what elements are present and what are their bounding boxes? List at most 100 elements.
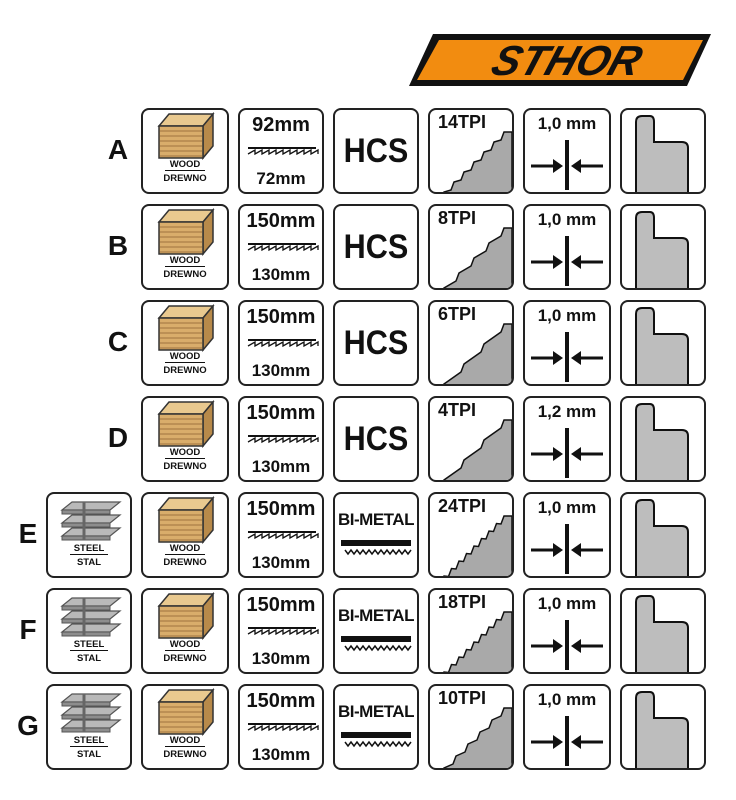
wood-block-icon (157, 111, 215, 161)
teeth-per-inch-tile: 6TPI (428, 300, 514, 386)
blade-teeth-icon (247, 627, 319, 636)
wood-label-pl: DREWNO (163, 173, 207, 184)
tooth-profile-icon (442, 515, 512, 576)
blade-material-tile: BI-METAL (333, 684, 419, 770)
label-divider (165, 553, 205, 555)
bimetal-blade-icon (341, 636, 412, 652)
working-length: 130mm (251, 265, 311, 284)
blade-teeth-icon (247, 531, 319, 540)
blade-material-tile: BI-METAL (333, 492, 419, 578)
row-letter: D (107, 422, 129, 453)
wood-label-en: WOOD (169, 735, 201, 746)
wood-label-en: WOOD (169, 255, 201, 266)
steel-material-tile: STEEL STAL (46, 588, 132, 674)
working-length: 72mm (256, 169, 306, 188)
t-shank-icon (635, 403, 689, 480)
blade-thickness: 1,0 mm (537, 306, 597, 325)
total-length: 150mm (246, 498, 316, 520)
steel-label-pl: STAL (76, 749, 102, 760)
blade-thickness-tile: 1,0 mm (523, 204, 611, 290)
label-divider (70, 745, 108, 747)
label-divider (70, 649, 108, 651)
wood-block-icon (157, 591, 215, 641)
steel-profile-icon (60, 597, 122, 637)
blade-length-tile: 150mm 130mm (238, 684, 324, 770)
blade-thickness: 1,0 mm (537, 690, 597, 709)
shank-type-tile (620, 108, 706, 194)
blade-length-tile: 150mm 130mm (238, 492, 324, 578)
label-divider (165, 361, 205, 363)
wood-label-en: WOOD (169, 639, 201, 650)
steel-profile-icon (60, 501, 122, 541)
working-length: 130mm (251, 553, 311, 572)
blade-material-tile: HCS (333, 204, 419, 290)
teeth-per-inch-tile: 8TPI (428, 204, 514, 290)
t-shank-icon (635, 691, 689, 768)
steel-label-en: STEEL (73, 639, 105, 650)
blade-thickness: 1,0 mm (537, 210, 597, 229)
steel-material-tile: STEEL STAL (46, 492, 132, 578)
teeth-per-inch: 10TPI (438, 688, 487, 708)
row-letter: F (19, 614, 37, 645)
blade-material-tile: HCS (333, 396, 419, 482)
label-divider (70, 553, 108, 555)
wood-block-icon (157, 399, 215, 449)
blade-thickness: 1,0 mm (537, 114, 597, 133)
logo-fill (417, 40, 703, 80)
steel-label-en: STEEL (73, 735, 105, 746)
blade-material-tile: HCS (333, 108, 419, 194)
blade-thickness-tile: 1,0 mm (523, 300, 611, 386)
label-divider (165, 169, 205, 171)
row-letter: E (18, 518, 38, 549)
wood-block-icon (157, 495, 215, 545)
label-divider (165, 649, 205, 651)
wood-label-en: WOOD (169, 351, 201, 362)
tooth-profile-icon (442, 131, 512, 192)
bimetal-blade-icon (341, 732, 412, 748)
row-letter: B (107, 230, 129, 261)
material-hcs: HCS (343, 419, 409, 458)
tooth-profile-icon (442, 419, 512, 480)
t-shank-icon (635, 595, 689, 672)
wood-block-icon (157, 207, 215, 257)
label-divider (165, 265, 205, 267)
wood-material-tile: WOOD DREWNO (141, 108, 229, 194)
label-divider (165, 745, 205, 747)
blade-material-tile: BI-METAL (333, 588, 419, 674)
t-shank-icon (635, 115, 689, 192)
thickness-arrows-icon (531, 332, 603, 382)
blade-teeth-icon (247, 243, 319, 252)
shank-type-tile (620, 684, 706, 770)
teeth-per-inch: 6TPI (438, 304, 477, 324)
total-length: 150mm (246, 690, 316, 712)
teeth-per-inch: 18TPI (438, 592, 487, 612)
blade-thickness: 1,2 mm (537, 402, 597, 421)
working-length: 130mm (251, 745, 311, 764)
shank-type-tile (620, 396, 706, 482)
total-length: 92mm (252, 114, 310, 136)
wood-label-pl: DREWNO (163, 557, 207, 568)
steel-label-en: STEEL (73, 543, 105, 554)
wood-label-pl: DREWNO (163, 653, 207, 664)
steel-label-pl: STAL (76, 653, 102, 664)
shank-type-tile (620, 204, 706, 290)
material-hcs: HCS (343, 131, 409, 170)
t-shank-icon (635, 499, 689, 576)
blade-teeth-icon (247, 339, 319, 348)
steel-label-pl: STAL (76, 557, 102, 568)
sthor-logo: STHOR (409, 34, 711, 86)
wood-label-en: WOOD (169, 159, 201, 170)
steel-material-tile: STEEL STAL (46, 684, 132, 770)
wood-label-pl: DREWNO (163, 269, 207, 280)
row-letter: G (17, 710, 39, 741)
working-length: 130mm (251, 361, 311, 380)
wood-label-pl: DREWNO (163, 365, 207, 376)
thickness-arrows-icon (531, 620, 603, 670)
thickness-arrows-icon (531, 236, 603, 286)
teeth-per-inch: 4TPI (438, 400, 477, 420)
shank-type-tile (620, 300, 706, 386)
